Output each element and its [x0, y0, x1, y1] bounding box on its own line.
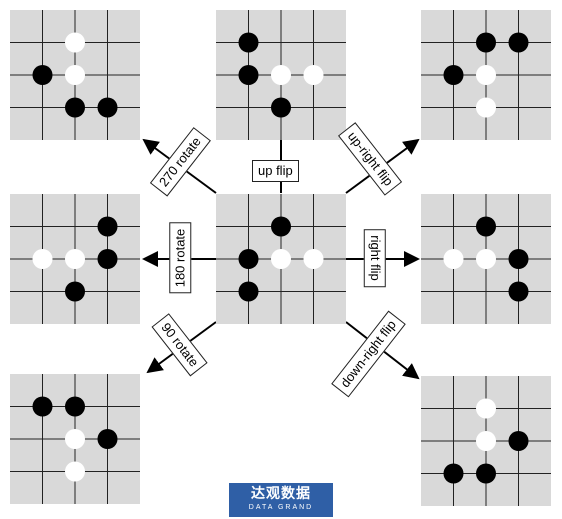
black-stone — [508, 431, 529, 451]
black-stone — [65, 396, 85, 417]
black-stone — [271, 216, 291, 237]
black-stone — [238, 249, 259, 269]
board-right-flip — [421, 194, 551, 324]
brand-logo: 达观数据 DATA GRAND — [229, 483, 333, 517]
white-stone — [271, 65, 291, 85]
black-stone — [238, 65, 259, 85]
white-stone — [476, 398, 496, 419]
black-stone — [476, 216, 496, 237]
white-stone — [65, 65, 85, 85]
logo-chinese-text: 达观数据 — [251, 486, 311, 502]
board-down-right-flip — [421, 376, 551, 506]
board-up-flip — [216, 10, 346, 140]
white-stone — [65, 32, 85, 53]
white-stone — [271, 249, 291, 269]
white-stone — [476, 65, 496, 85]
black-stone — [476, 32, 496, 53]
black-stone — [97, 216, 118, 237]
board-up-right-flip — [421, 10, 551, 140]
white-stone — [443, 249, 464, 269]
board-rotate-270 — [10, 10, 140, 140]
white-stone — [303, 249, 324, 269]
black-stone — [97, 429, 118, 449]
white-stone — [65, 429, 85, 449]
label-up-flip: up flip — [252, 160, 299, 182]
logo-english-text: DATA GRAND — [248, 504, 314, 511]
board-center — [216, 194, 346, 324]
black-stone — [65, 97, 85, 118]
white-stone — [65, 249, 85, 269]
white-stone — [65, 461, 85, 482]
black-stone — [97, 249, 118, 269]
label-right-flip: right flip — [363, 229, 386, 287]
white-stone — [476, 431, 496, 451]
black-stone — [271, 97, 291, 118]
board-rotate-180 — [10, 194, 140, 324]
black-stone — [32, 65, 53, 85]
black-stone — [32, 396, 53, 417]
black-stone — [443, 65, 464, 85]
board-rotate-90 — [10, 374, 140, 504]
label-rotate-180: 180 rotate — [169, 222, 192, 294]
white-stone — [32, 249, 53, 269]
black-stone — [65, 281, 85, 302]
black-stone — [443, 463, 464, 484]
black-stone — [508, 281, 529, 302]
white-stone — [303, 65, 324, 85]
white-stone — [476, 249, 496, 269]
black-stone — [238, 281, 259, 302]
black-stone — [97, 97, 118, 118]
black-stone — [238, 32, 259, 53]
black-stone — [508, 249, 529, 269]
black-stone — [508, 32, 529, 53]
black-stone — [476, 463, 496, 484]
white-stone — [476, 97, 496, 118]
